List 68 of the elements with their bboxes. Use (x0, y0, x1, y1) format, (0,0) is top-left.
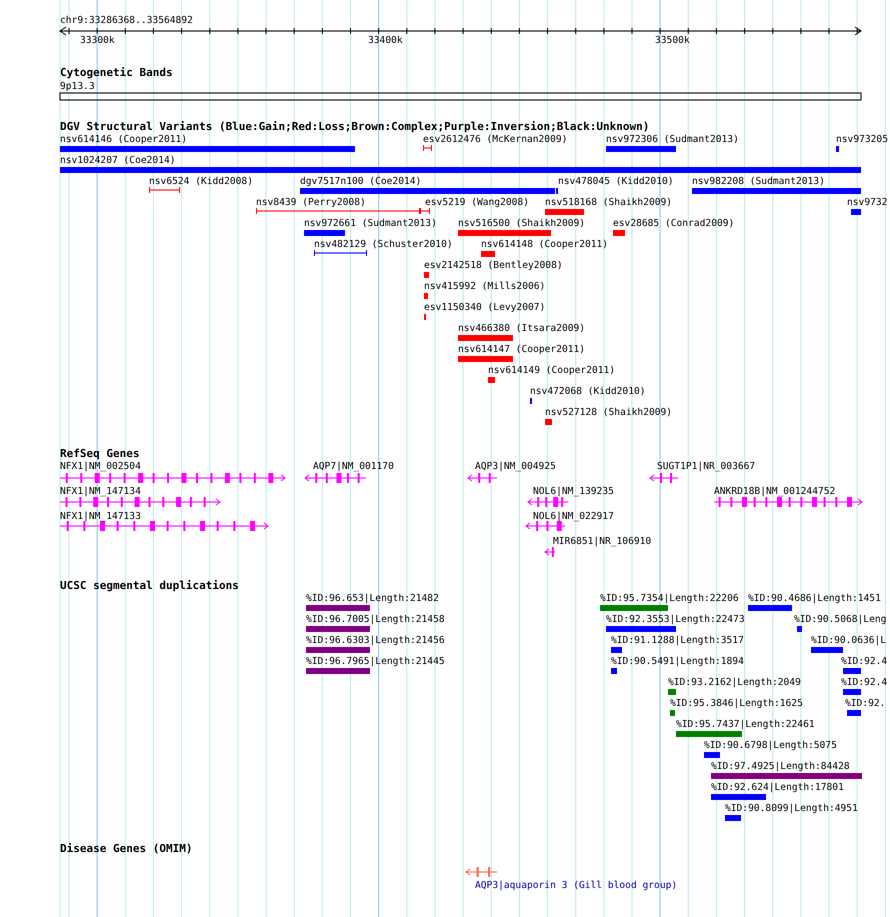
feature-label: nsv614147 (Cooper2011) (458, 344, 586, 355)
feature-label: nsv973205 (836, 134, 888, 145)
track-title: DGV Structural Variants (Blue:Gain;Red:Loss;Brown:Complex;Purple:Inversion;Black:Unknown) (60, 121, 650, 133)
feature-label: %ID:95.3846|Length:1625 (670, 698, 803, 709)
feature-label: %ID:97.4925|Length:84428 (711, 761, 850, 772)
feature-label: nsv482129 (Schuster2010) (314, 239, 453, 250)
feature-label: %ID:90.5491|Length:1894 (611, 656, 744, 667)
feature-label: %ID:90.6798|Length:5075 (704, 740, 837, 751)
feature-label: nsv972661 (Sudmant2013) (304, 218, 437, 229)
feature-label: ANKRD18B|NM_001244752 (714, 486, 836, 497)
track-title: RefSeq Genes (60, 448, 140, 460)
feature-label: SUGT1P1|NR_003667 (657, 461, 756, 472)
feature-label: NFX1|NM_147133 (60, 511, 141, 522)
feature-label: NOL6|NM_022917 (533, 511, 614, 522)
feature-label: %ID:90.0636|L (811, 635, 886, 646)
feature-label: esv2612476 (McKernan2009) (423, 134, 568, 145)
feature-label: nsv8439 (Perry2008) (256, 197, 366, 208)
feature-label: dgv7517n100 (Coe2014) (300, 176, 422, 187)
feature-label: AQP3|NM_004925 (475, 461, 556, 472)
feature-label: esv5219 (Wang2008) (425, 197, 529, 208)
tick-label: 33400k (368, 35, 403, 46)
feature-label: MIR6851|NR_106910 (553, 536, 652, 547)
track-title: UCSC segmental duplications (60, 580, 239, 592)
feature-label: %ID:90.8099|Length:4951 (725, 803, 858, 814)
feature-label: nsv478045 (Kidd2010) (558, 176, 674, 187)
track-title: Disease Genes (OMIM) (60, 843, 192, 855)
tick-label: 33500k (655, 35, 690, 46)
feature-label: AQP7|NM_001170 (313, 461, 394, 472)
feature-label: NOL6|NM_139235 (533, 486, 614, 497)
track-title: Cytogenetic Bands (60, 67, 173, 79)
feature-label: nsv472068 (Kidd2010) (530, 386, 646, 397)
feature-label: nsv415992 (Mills2006) (424, 281, 546, 292)
tick-label: 33300k (80, 35, 115, 46)
feature-label: nsv1024207 (Coe2014) (60, 155, 176, 166)
feature-label: nsv972306 (Sudmant2013) (606, 134, 739, 145)
feature-label: NFX1|NM_002504 (60, 461, 141, 472)
feature-label: %ID:95.7437|Length:22461 (676, 719, 815, 730)
feature-label: nsv614148 (Cooper2011) (481, 239, 608, 250)
feature-label: nsv9732 (847, 197, 888, 208)
feature-label: esv2142518 (Bentley2008) (424, 260, 563, 271)
feature-label: %ID:91.1288|Length:3517 (611, 635, 744, 646)
feature-label: nsv516500 (Shaikh2009) (458, 218, 586, 229)
feature-label: %ID:92.3553|Length:22473 (606, 614, 745, 625)
feature-label: %ID:96.7005|Length:21458 (306, 614, 445, 625)
feature-label: 9p13.3 (60, 81, 95, 92)
feature-label: %ID:95.7354|Length:22206 (600, 593, 739, 604)
feature-label: nsv466380 (Itsara2009) (458, 323, 586, 334)
feature-label: nsv614146 (Cooper2011) (60, 134, 188, 145)
feature-label: %ID:96.653|Length:21482 (306, 593, 439, 604)
feature-label: nsv614149 (Cooper2011) (488, 365, 616, 376)
feature-label: esv28685 (Conrad2009) (613, 218, 734, 229)
feature-label: %ID:90.5068|Leng (794, 614, 886, 625)
disease-gene-link: AQP3|aquaporin 3 (Gill blood group) (475, 880, 678, 891)
feature-label: %ID:92.624|Length:17801 (711, 782, 844, 793)
feature-label: esv1150340 (Levy2007) (424, 302, 546, 313)
feature-label: %ID:96.6303|Length:21456 (306, 635, 445, 646)
feature-label: %ID:90.4686|Length:1451 (748, 593, 881, 604)
feature-label: %ID:92. (845, 698, 886, 709)
feature-label: nsv6524 (Kidd2008) (149, 176, 253, 187)
feature-label: %ID:92.4 (841, 677, 888, 688)
coordinate-label: chr9:33286368..33564892 (60, 15, 193, 26)
feature-label: %ID:92.4 (841, 656, 888, 667)
feature-label: nsv527128 (Shaikh2009) (545, 407, 672, 418)
feature-label: %ID:96.7965|Length:21445 (306, 656, 445, 667)
feature-label: %ID:93.2162|Length:2049 (668, 677, 801, 688)
feature-label: nsv518168 (Shaikh2009) (545, 197, 672, 208)
feature-label: NFX1|NM_147134 (60, 486, 141, 497)
feature-label: nsv982208 (Sudmant2013) (692, 176, 825, 187)
